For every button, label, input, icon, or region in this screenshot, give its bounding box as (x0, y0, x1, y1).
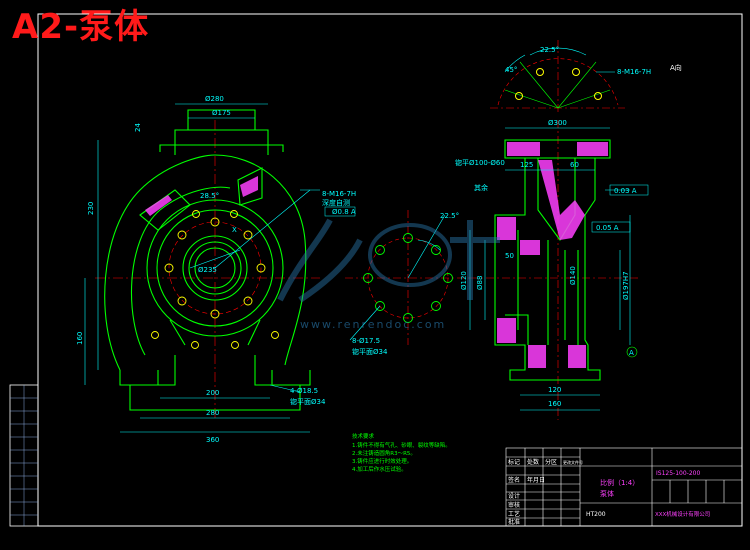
dim-counterbore: 锪平面Ø34 (290, 397, 326, 406)
side-tol-2: 0.05 A (596, 224, 619, 232)
side-view (469, 120, 649, 420)
side-datum: A (629, 349, 634, 357)
top-thread: 8-M16-7H (617, 68, 651, 76)
tb-cell-1: 处数 (527, 458, 539, 466)
tb-material: HT200 (586, 511, 606, 518)
notes-heading: 技术要求 (352, 432, 375, 440)
dim-holes: 4-Ø18.5 (290, 387, 318, 395)
flange-angle: 22.5° (440, 212, 459, 220)
tb-cell-4: 签名 (508, 476, 520, 484)
flange-holes: 8-Ø17.5 (352, 337, 380, 345)
dim-thread-note: 深度自测 (322, 198, 350, 207)
title-block (505, 447, 743, 527)
top-angle-2: 45° (505, 66, 517, 74)
outer-frame (37, 13, 743, 527)
side-w160: 160 (548, 400, 561, 408)
dim-thread: 8-M16-7H (322, 190, 356, 198)
dim-d175: Ø175 (212, 109, 231, 117)
tb-cell-8: 工艺 (508, 510, 520, 518)
tb-cell-9: 批准 (508, 518, 520, 526)
tb-scale: 比例（1:4） (600, 478, 639, 487)
side-d300: Ø300 (548, 119, 567, 127)
dim-w200: 200 (206, 389, 219, 397)
tb-cell-6: 设计 (508, 492, 520, 500)
notes-line-2: 2.未注铸造圆角R3～R5。 (352, 449, 416, 457)
tb-cell-2: 分区 (545, 458, 557, 466)
top-mark: A向 (670, 63, 682, 72)
side-d120: Ø120 (460, 271, 468, 290)
side-w60: 60 (570, 161, 579, 169)
flange-view (345, 210, 470, 345)
tb-drawing-no: IS125-100-200 (656, 470, 700, 477)
tb-cell-0: 标记 (508, 458, 520, 466)
tb-cell-7: 审核 (508, 501, 520, 509)
top-view (490, 40, 625, 115)
dim-w24: 24 (134, 123, 142, 132)
flange-counterbore: 锪平面Ø34 (352, 347, 388, 356)
watermark-text: www.renrendoc.com (300, 318, 446, 331)
notes-line-3: 3.铸件应进行时效处理。 (352, 457, 412, 465)
top-angle-1: 22.5° (540, 46, 559, 54)
dim-w360: 360 (206, 436, 219, 444)
dim-w280: 280 (206, 409, 219, 417)
side-d140: Ø140 (569, 266, 577, 285)
drawing-title: A2-泵体 (12, 7, 150, 47)
dim-h160: 160 (76, 332, 84, 345)
notes-line-1: 1.铸件不得有气孔、砂眼、裂纹等缺陷。 (352, 441, 451, 449)
tb-cell-5: 年月日 (527, 476, 545, 484)
front-view (84, 103, 320, 433)
watermark-logo (277, 218, 500, 303)
side-tol-1: 0.03 A (614, 187, 637, 195)
side-fit: Ø197H7 (622, 271, 630, 300)
dim-pos-tol: Ø0.8 A (332, 208, 356, 216)
notes-line-4: 4.加工后作水压试验。 (352, 465, 407, 473)
side-w120: 120 (548, 386, 561, 394)
tb-part-name: 泵体 (600, 489, 614, 498)
dim-h230: 230 (87, 202, 95, 215)
side-d88: Ø88 (476, 276, 484, 290)
dim-d280: Ø280 (205, 95, 224, 103)
side-note-top: 锪平Ø100-Ø60 (455, 158, 505, 167)
side-w50: 50 (505, 252, 514, 260)
view-x-label: X (232, 226, 237, 234)
tb-company: XXX机械设计有限公司 (655, 510, 710, 518)
dim-angle-28: 28.5° (200, 192, 219, 200)
side-w125: 125 (520, 161, 533, 169)
dim-d235: Ø235 (198, 266, 217, 274)
side-surface: 其余 (474, 183, 488, 192)
tb-cell-3: 更改文件号 (563, 459, 583, 465)
